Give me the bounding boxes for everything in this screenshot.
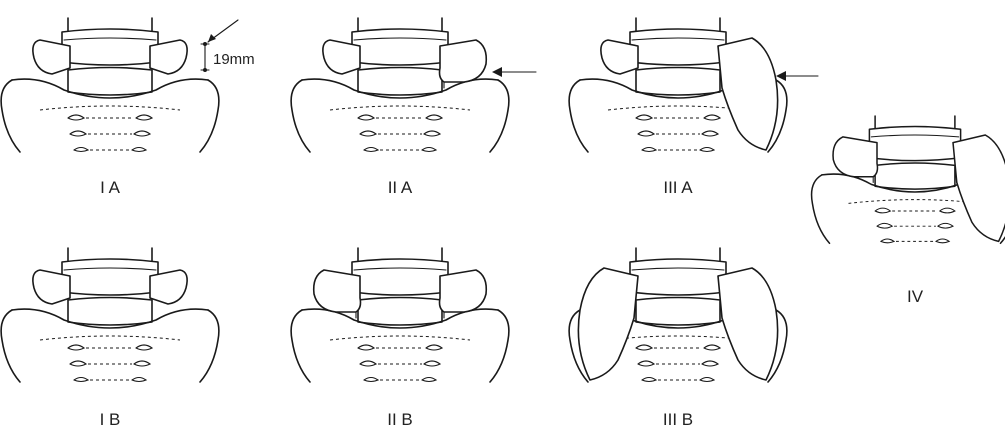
panel-label-IV: IV — [907, 287, 924, 306]
panel-IV: IV — [812, 116, 1005, 306]
panel-IIIB: III B — [569, 248, 787, 429]
panel-label-IIA: II A — [388, 178, 413, 197]
panel-label-IB: I B — [100, 410, 121, 429]
panel-IA: 19mm I A — [1, 18, 255, 197]
panel-label-IIB: II B — [387, 410, 413, 429]
panel-IIB: II B — [291, 248, 509, 429]
panel-label-IIIB: III B — [663, 410, 693, 429]
measurement-label: 19mm — [213, 51, 255, 68]
panel-IB: I B — [1, 248, 219, 429]
panel-IIA: II A — [291, 18, 536, 197]
panel-label-IIIA: III A — [663, 178, 693, 197]
panel-label-IA: I A — [100, 178, 121, 197]
panel-IIIA: III A — [569, 18, 818, 197]
